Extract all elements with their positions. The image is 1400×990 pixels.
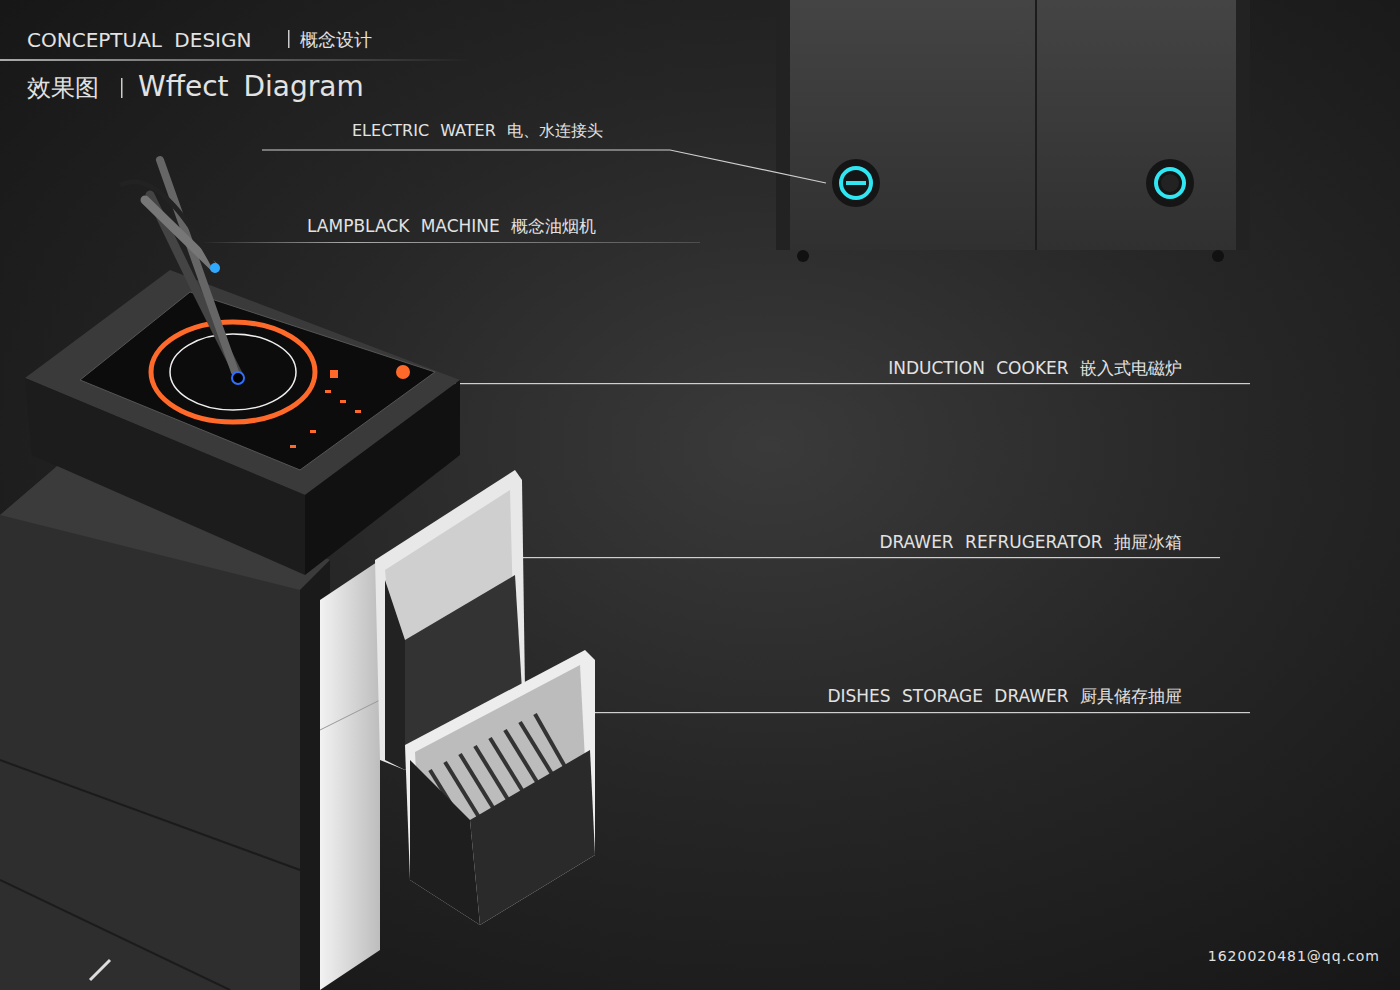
page-heading: Wffect Diagram <box>138 70 364 103</box>
callout-label: INDUCTION COOKER 嵌入式电磁炉 <box>888 357 1182 380</box>
page-heading: 概念设计 <box>300 28 372 52</box>
page-heading: 效果图 <box>27 72 99 104</box>
callout-label: DRAWER REFRUGERATOR 抽屉冰箱 <box>879 531 1182 554</box>
callout-label: LAMPBLACK MACHINE 概念油烟机 <box>307 215 596 238</box>
page-heading: CONCEPTUAL DESIGN <box>27 28 251 52</box>
callout-label: DISHES STORAGE DRAWER 厨具储存抽屉 <box>827 685 1182 708</box>
callout-label: ELECTRIC WATER 电、水连接头 <box>352 121 603 142</box>
contact-email: 1620020481@qq.com <box>1208 948 1380 964</box>
